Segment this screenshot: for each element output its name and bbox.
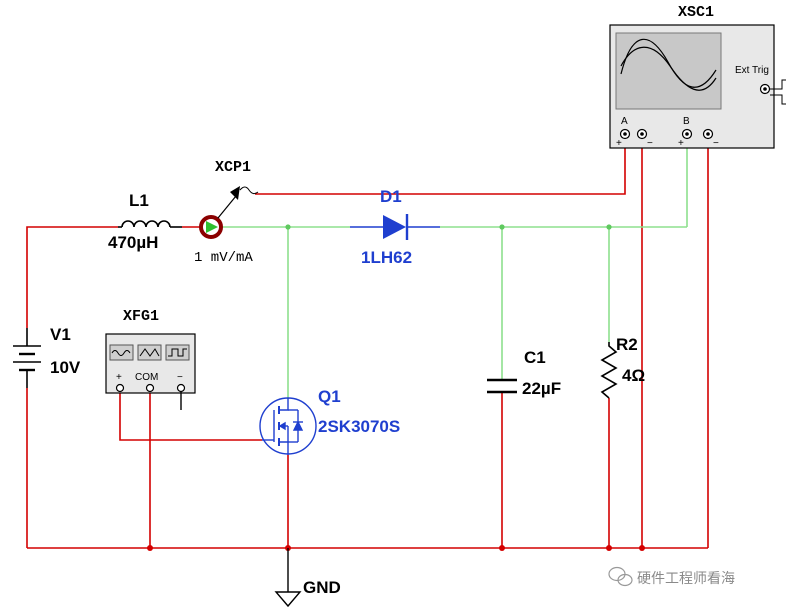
junction-a-minus	[639, 545, 645, 551]
d1-ref: D1	[380, 187, 402, 206]
v1-ref: V1	[50, 325, 71, 344]
svg-text:−: −	[713, 138, 719, 149]
v1-value: 10V	[50, 358, 81, 377]
xfg1-minus-label: −	[177, 372, 183, 383]
xcp1-scale: 1 mV/mA	[194, 250, 253, 266]
svg-text:+: +	[616, 138, 622, 149]
junction-com	[147, 545, 153, 551]
l1-inductor-symbol[interactable]	[118, 220, 182, 228]
c1-capacitor-symbol[interactable]	[487, 378, 517, 394]
junction-r2-bottom	[606, 545, 612, 551]
xsc1-channel-a-label: A	[621, 116, 628, 127]
q1-model: 2SK3070S	[318, 417, 400, 436]
l1-ref: L1	[129, 191, 149, 210]
xfg1-com-terminal[interactable]	[145, 383, 155, 393]
xfg1-com-label: COM	[135, 372, 158, 383]
xfg1-function-generator[interactable]	[105, 333, 196, 410]
sine-wave-icon[interactable]	[109, 344, 134, 361]
r2-ref: R2	[616, 335, 638, 354]
wire-xfg-gate	[119, 393, 262, 441]
d1-model: 1LH62	[361, 248, 412, 267]
xsc1-channel-b-label: B	[683, 116, 690, 127]
xcp1-current-probe[interactable]	[199, 186, 259, 239]
c1-value: 22µF	[522, 379, 561, 398]
junction-r2-top	[606, 224, 612, 230]
junction-c1-top	[499, 224, 505, 230]
d1-diode-symbol[interactable]	[350, 214, 440, 240]
ground-symbol[interactable]	[274, 548, 302, 608]
watermark-text: 硬件工程师看海	[637, 571, 735, 587]
junction-c1-bottom	[499, 545, 505, 551]
r2-resistor-symbol[interactable]	[600, 342, 618, 399]
q1-mosfet-symbol[interactable]	[259, 397, 317, 455]
wire-v1-l1	[26, 226, 118, 328]
q1-ref: Q1	[318, 387, 341, 406]
v1-battery-symbol[interactable]	[13, 328, 41, 388]
xsc1-oscilloscope[interactable]: + − + −	[609, 24, 786, 149]
xfg1-plus-label: +	[116, 372, 122, 383]
svg-text:−: −	[647, 138, 653, 149]
l1-value: 470µH	[108, 233, 158, 252]
wechat-logo-icon	[608, 566, 633, 587]
junctions	[147, 224, 645, 551]
gnd-label: GND	[303, 578, 341, 597]
xsc1-trace-a	[620, 38, 717, 88]
c1-ref: C1	[524, 348, 546, 367]
r2-value: 4Ω	[622, 366, 645, 385]
xsc1-ref: XSC1	[678, 4, 714, 21]
xfg1-ref: XFG1	[123, 308, 159, 325]
xsc1-trace-b	[620, 46, 717, 91]
wire-probe-a	[255, 136, 626, 195]
wires-red	[26, 136, 709, 549]
junction-drain	[285, 224, 291, 230]
xsc1-ext-trig-label: Ext Trig	[735, 65, 769, 76]
wires-green	[222, 136, 688, 398]
svg-text:+: +	[678, 138, 684, 149]
xfg1-plus-terminal[interactable]	[115, 383, 125, 393]
xcp1-ref: XCP1	[215, 159, 251, 176]
xsc1-screen	[615, 32, 722, 110]
xfg1-minus-terminal[interactable]	[176, 383, 186, 393]
